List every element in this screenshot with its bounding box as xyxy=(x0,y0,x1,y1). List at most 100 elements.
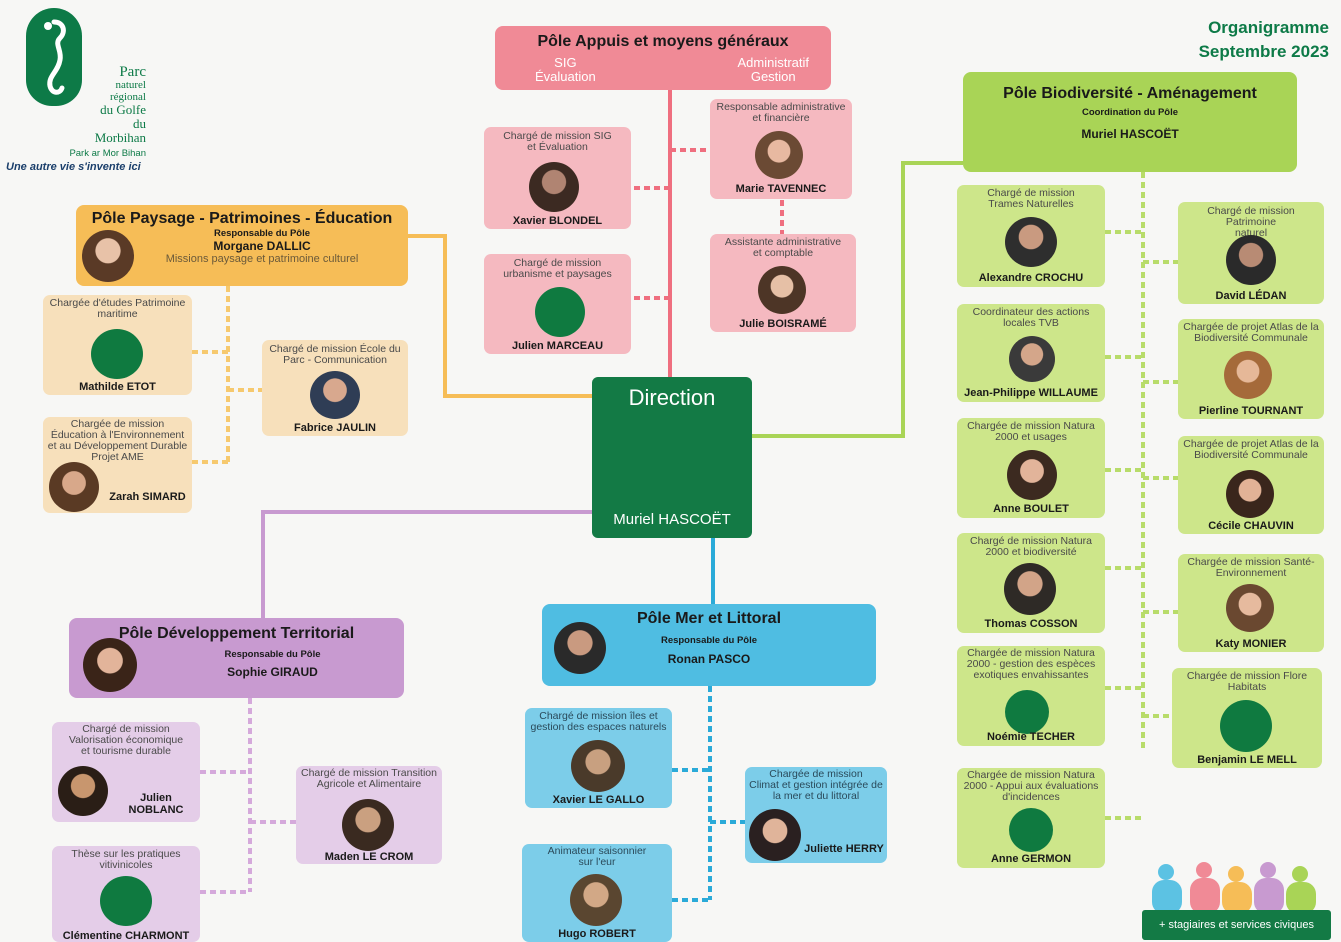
card-name: Clémentine CHARMONT xyxy=(62,930,190,942)
placeholder-avatar xyxy=(91,329,143,379)
pole-biodiv: Pôle Biodiversité - Aménagement Coordina… xyxy=(963,72,1297,172)
logo-breton: Park ar Mor Bihan xyxy=(69,148,146,159)
card-role: Chargée de mission Santé- Environnement xyxy=(1187,556,1315,579)
avatar xyxy=(1009,336,1055,382)
placeholder-avatar xyxy=(1009,808,1053,852)
pole-dev: Pôle Développement Territorial Responsab… xyxy=(69,618,404,698)
card-name: Thomas COSSON xyxy=(984,618,1078,630)
card-noemie-techer: Chargée de mission Natura 2000 - gestion… xyxy=(957,646,1105,746)
avatar xyxy=(49,462,99,512)
logo-slogan: Une autre vie s'invente ici xyxy=(6,161,141,173)
card-role: Chargée de projet Atlas de la Biodiversi… xyxy=(1183,438,1319,461)
pole-dev-name: Sophie GIRAUD xyxy=(227,665,318,679)
card-role: Assistante administrative et comptable xyxy=(724,236,842,259)
logo-line: naturel xyxy=(115,79,146,91)
pole-biodiv-title: Pôle Biodiversité - Aménagement xyxy=(1003,85,1257,102)
avatar xyxy=(554,622,606,674)
card-katy-monier: Chargée de mission Santé- Environnement … xyxy=(1178,554,1324,652)
card-david-ledan: Chargé de mission Patrimoine naturel Dav… xyxy=(1178,202,1324,304)
pole-paysage: Pôle Paysage - Patrimoines - Éducation R… xyxy=(76,205,408,286)
pole-biodiv-sub: Coordination du Pôle xyxy=(1081,107,1179,118)
avatar xyxy=(1007,450,1057,500)
avatar xyxy=(1226,584,1274,632)
card-role: Chargé de mission Valorisation économiqu… xyxy=(68,723,184,757)
avatar xyxy=(755,131,803,179)
pole-paysage-sub: Responsable du Pôle xyxy=(213,228,311,239)
logo-line: du Golfe xyxy=(100,102,146,117)
direction-title: Direction xyxy=(628,385,716,410)
card-julie-boisrame: Assistante administrative et comptable J… xyxy=(710,234,856,332)
card-role: Chargée de mission Éducation à l'Environ… xyxy=(47,418,188,463)
pole-appuis: Pôle Appuis et moyens généraux SIG Évalu… xyxy=(495,26,831,90)
logo-line: du Morbihan xyxy=(94,116,146,145)
card-xavier-le-gallo: Chargé de mission îles et gestion des es… xyxy=(525,708,672,808)
card-name: David LÉDAN xyxy=(1215,290,1287,302)
card-role: Coordinateur des actions locales TVB xyxy=(972,306,1090,329)
avatar xyxy=(1224,351,1272,399)
placeholder-avatar xyxy=(1005,690,1049,734)
avatar xyxy=(758,266,806,314)
card-fabrice-jaulin: Chargé de mission École du Parc - Commun… xyxy=(262,340,408,436)
card-role: Responsable administrative et financière xyxy=(716,101,846,124)
avatar xyxy=(342,799,394,851)
card-alexandre-crochu: Chargé de mission Trames Naturelles Alex… xyxy=(957,185,1105,287)
card-role: Chargé de mission SIG et Évaluation xyxy=(503,130,612,153)
card-role: Animateur saisonnier sur l'eur xyxy=(547,845,647,868)
card-name: Fabrice JAULIN xyxy=(294,422,376,434)
card-juliette-herry: Chargée de mission Climat et gestion int… xyxy=(745,767,887,863)
card-anne-germon: Chargée de mission Natura 2000 - Appui a… xyxy=(957,768,1105,868)
card-role: Chargé de mission îles et gestion des es… xyxy=(530,710,667,733)
card-name: Noémie TECHER xyxy=(986,731,1076,743)
pole-biodiv-name: Muriel HASCOËT xyxy=(1081,127,1179,141)
interns-badge-label: + stagiaires et services civiques xyxy=(1159,919,1314,931)
card-role: Chargée de mission Natura 2000 et usages xyxy=(967,420,1095,443)
header: Organigramme Septembre 2023 xyxy=(1129,16,1329,64)
card-role: Chargée de mission Natura 2000 - gestion… xyxy=(966,647,1096,681)
avatar xyxy=(571,740,625,792)
avatar xyxy=(570,874,622,926)
avatar xyxy=(83,638,137,692)
card-role: Chargée de mission Climat et gestion int… xyxy=(749,768,883,802)
card-benjamin-le-mell: Chargée de mission Flore Habitats Benjam… xyxy=(1172,668,1322,768)
card-clementine-charmont: Thèse sur les pratiques vitivinicoles Cl… xyxy=(52,846,200,942)
card-role: Chargé de mission Natura 2000 et biodive… xyxy=(970,535,1092,558)
pole-dev-title: Pôle Développement Territorial xyxy=(118,625,355,642)
logo-line: régional xyxy=(109,90,146,103)
avatar xyxy=(1005,217,1057,267)
avatar xyxy=(1226,470,1274,518)
pole-mer: Pôle Mer et Littoral Responsable du Pôle… xyxy=(542,604,876,686)
appuis-right: Administratif Gestion xyxy=(737,55,809,84)
card-name: Julien NOBLANC xyxy=(128,792,184,816)
card-name: Anne BOULET xyxy=(993,503,1069,515)
placeholder-avatar xyxy=(100,876,152,926)
card-maden-le-crom: Chargé de mission Transition Agricole et… xyxy=(296,766,442,864)
card-role: Chargé de mission École du Parc - Commun… xyxy=(269,343,401,366)
card-name: Julien MARCEAU xyxy=(511,340,604,352)
pole-appuis-title: Pôle Appuis et moyens généraux xyxy=(537,33,789,50)
pole-mer-sub: Responsable du Pôle xyxy=(660,635,758,646)
card-cecile-chauvin: Chargée de projet Atlas de la Biodiversi… xyxy=(1178,436,1324,534)
direction-name: Muriel HASCOËT xyxy=(613,511,731,528)
card-role: Thèse sur les pratiques vitivinicoles xyxy=(71,848,181,871)
card-name: Cécile CHAUVIN xyxy=(1208,520,1294,532)
card-name: Marie TAVENNEC xyxy=(735,183,827,195)
card-name: Xavier LE GALLO xyxy=(552,794,645,806)
park-logo: Parc naturel régional du Golfe du Morbih… xyxy=(6,8,146,178)
card-name: Jean-Philippe WILLAUME xyxy=(964,387,1098,399)
avatar xyxy=(310,371,360,419)
direction-box: Direction Muriel HASCOËT xyxy=(592,377,752,538)
avatar xyxy=(529,162,579,212)
card-name: Pierline TOURNANT xyxy=(1198,405,1304,417)
card-role: Chargé de mission Trames Naturelles xyxy=(987,187,1075,210)
interns-badge: + stagiaires et services civiques xyxy=(1142,910,1331,940)
avatar xyxy=(82,230,134,282)
card-julien-noblanc: Chargé de mission Valorisation économiqu… xyxy=(52,722,200,822)
placeholder-avatar xyxy=(535,287,585,337)
card-role: Chargée de projet Atlas de la Biodiversi… xyxy=(1183,321,1319,344)
card-role: Chargé de mission Patrimoine naturel xyxy=(1207,205,1295,239)
pole-mer-title: Pôle Mer et Littoral xyxy=(636,610,782,627)
header-date: Septembre 2023 xyxy=(1198,42,1329,61)
card-name: Xavier BLONDEL xyxy=(512,215,603,227)
avatar xyxy=(1226,235,1276,285)
